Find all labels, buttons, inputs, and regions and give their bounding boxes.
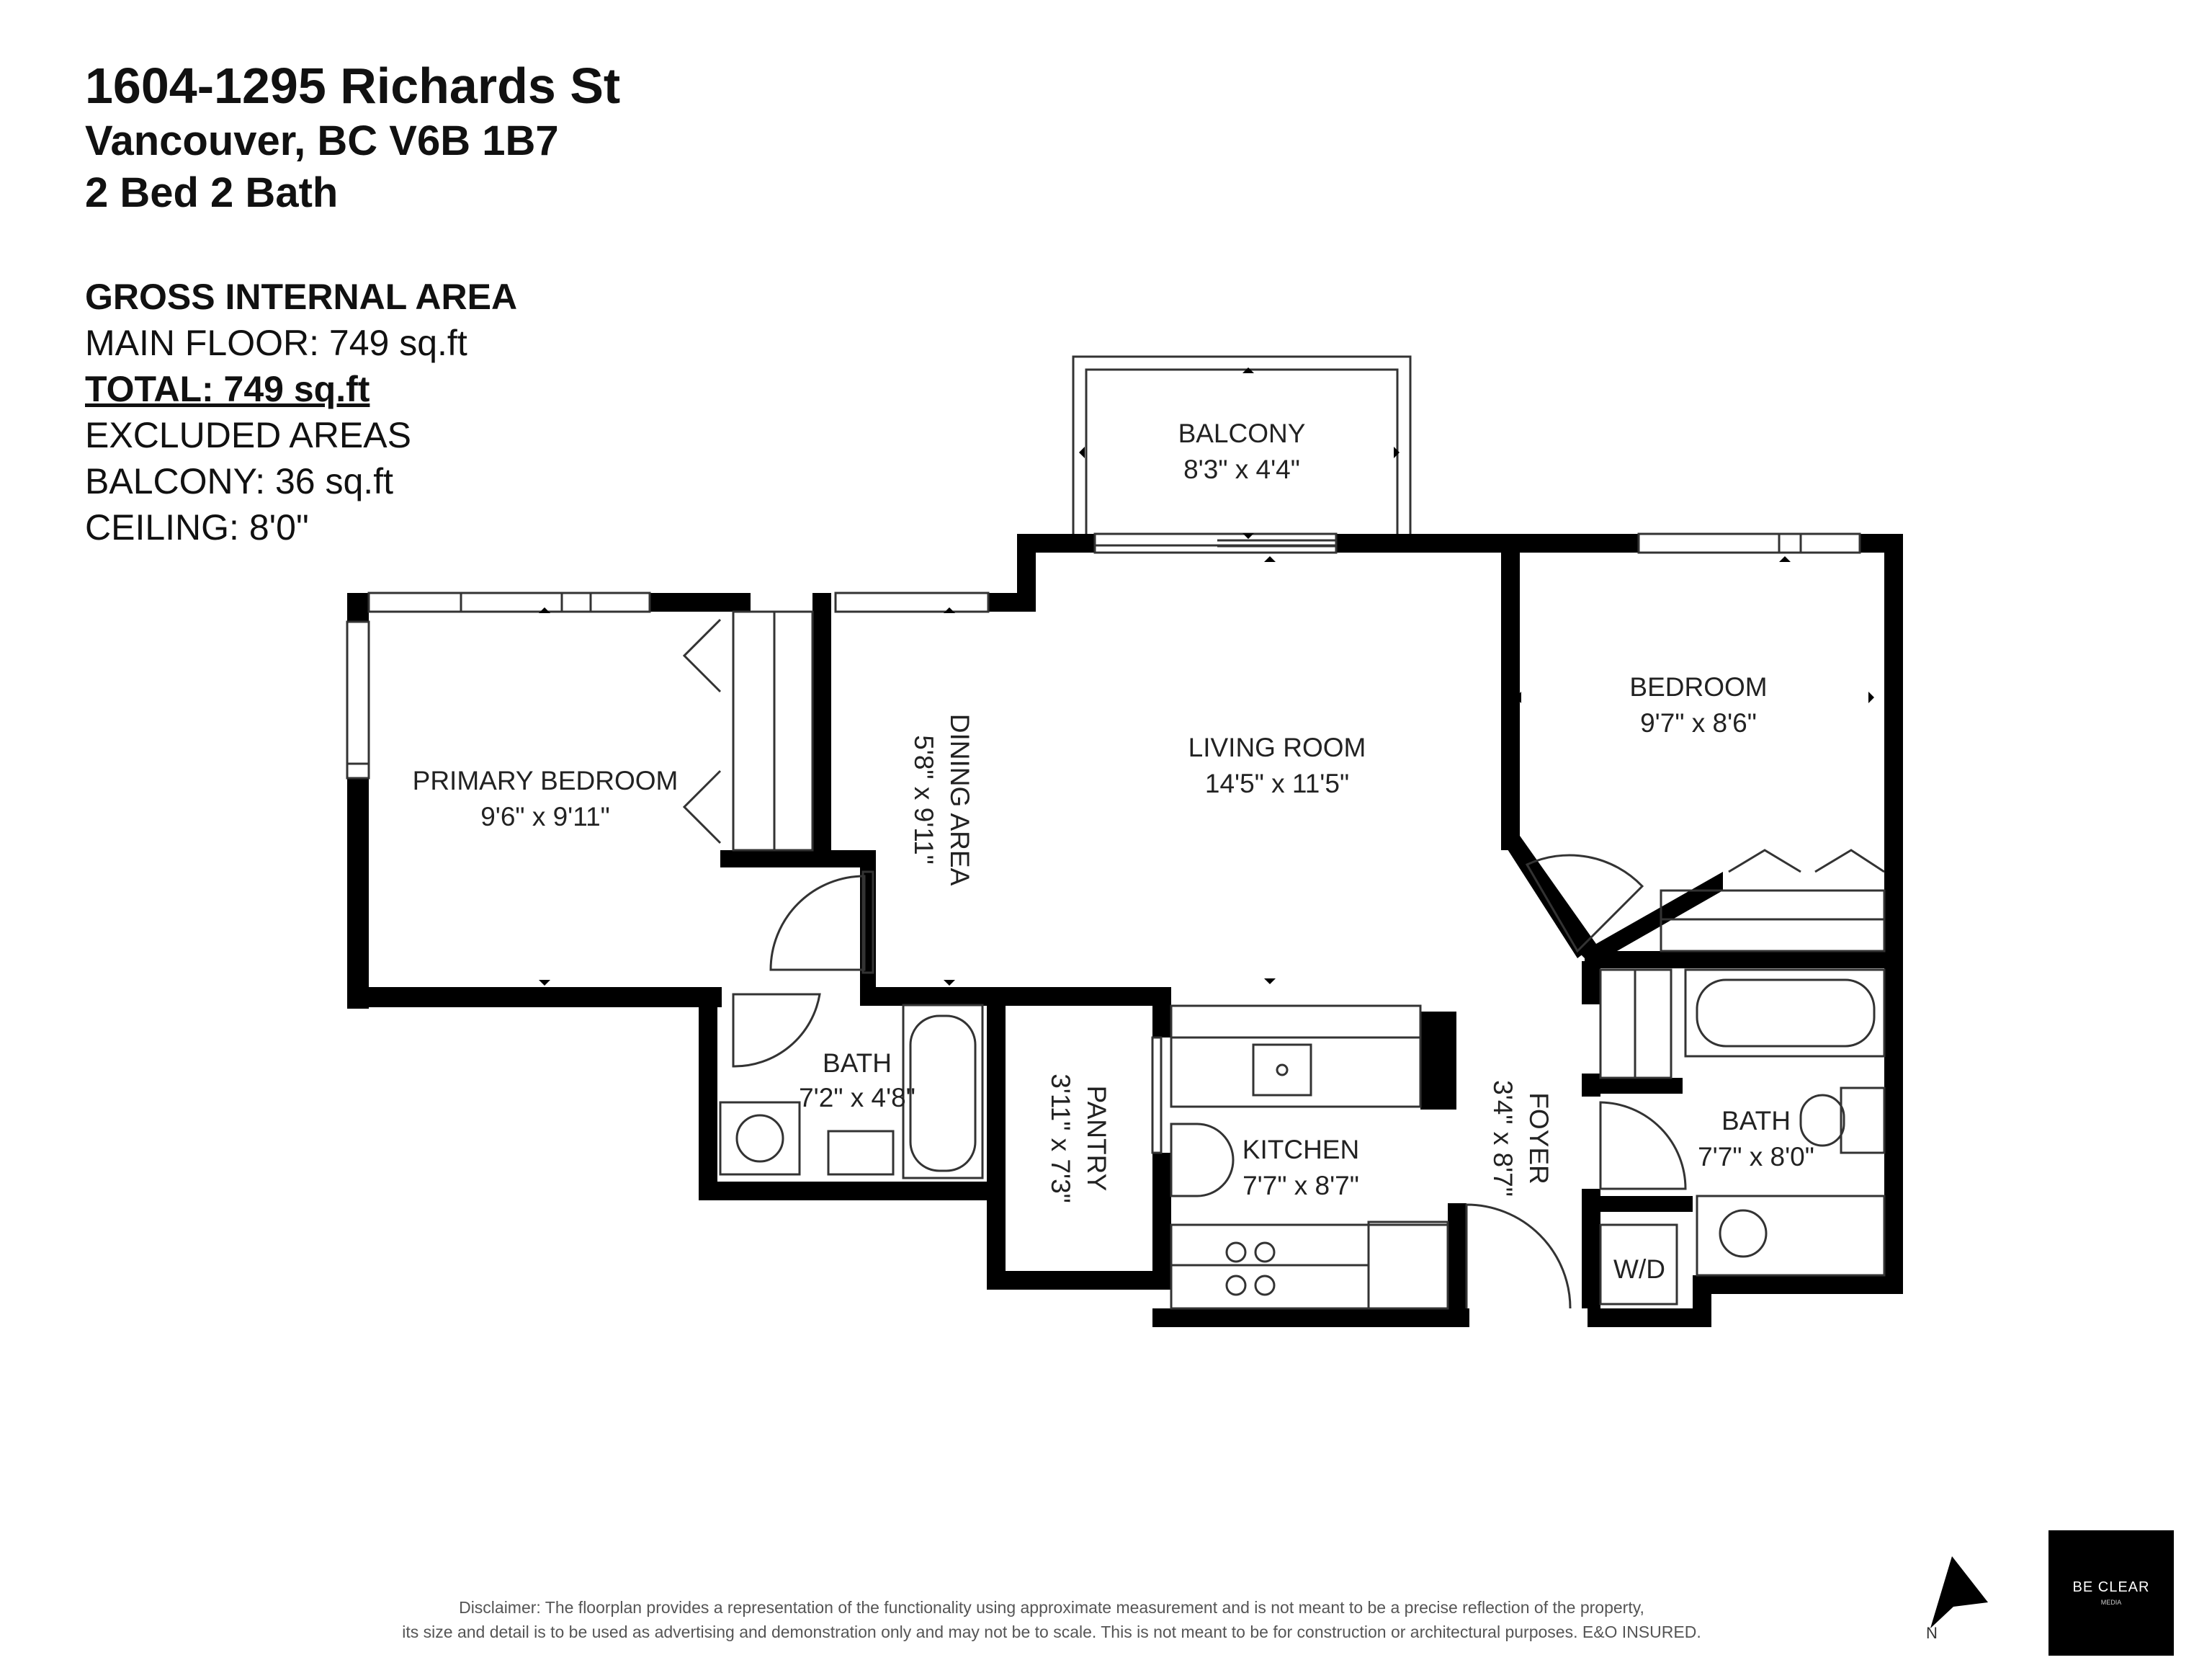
pantry-dims: 3'11" x 7'3" — [1046, 1074, 1075, 1203]
address-line-1: 1604-1295 Richards St — [85, 58, 621, 114]
area-summary: GROSS INTERNAL AREA MAIN FLOOR: 749 sq.f… — [85, 274, 517, 550]
kitchen-dims: 7'7" x 8'7" — [1242, 1171, 1359, 1200]
windows — [346, 532, 1861, 780]
living-room-dims: 14'5" x 11'5" — [1205, 769, 1349, 798]
north-label: N — [1926, 1624, 1938, 1642]
fixtures — [682, 610, 1886, 1310]
primary-bedroom-dims: 9'6" x 9'11" — [480, 802, 610, 831]
pantry-name: PANTRY — [1082, 1086, 1111, 1192]
foyer-name: FOYER — [1524, 1092, 1554, 1184]
disclaimer-line-2: its size and detail is to be used as adv… — [402, 1623, 1701, 1641]
dining-area-name: DINING AREA — [945, 714, 975, 886]
bed-bath-summary: 2 Bed 2 Bath — [85, 169, 339, 216]
bath2-dims: 7'7" x 8'0" — [1698, 1142, 1814, 1172]
area-heading: GROSS INTERNAL AREA — [85, 277, 518, 317]
address-line-2: Vancouver, BC V6B 1B7 — [85, 117, 559, 164]
north-arrow-icon — [1930, 1556, 1988, 1628]
balcony-area: BALCONY: 36 sq.ft — [85, 461, 393, 501]
walls — [347, 534, 1903, 1327]
dining-area-dims: 5'8" x 9'11" — [909, 735, 939, 865]
logo-line-2: MEDIA — [2100, 1599, 2122, 1606]
bath2-name: BATH — [1721, 1106, 1791, 1135]
listing-header: 1604-1295 Richards St Vancouver, BC V6B … — [85, 56, 620, 219]
balcony-name: BALCONY — [1178, 419, 1306, 448]
ceiling-height: CEILING: 8'0" — [85, 507, 309, 548]
bath1-name: BATH — [823, 1048, 892, 1078]
primary-bedroom-name: PRIMARY BEDROOM — [413, 766, 679, 795]
disclaimer: Disclaimer: The floorplan provides a rep… — [216, 1595, 1887, 1644]
logo-line-1: BE CLEAR — [2072, 1579, 2150, 1595]
total-area: TOTAL: 749 sq.ft — [85, 369, 370, 409]
dimension-markers — [539, 367, 1874, 986]
bath1-dims: 7'2" x 4'8" — [799, 1083, 915, 1112]
living-room-name: LIVING ROOM — [1188, 733, 1366, 762]
excluded-areas-heading: EXCLUDED AREAS — [85, 415, 411, 455]
brand-logo: BE CLEAR MEDIA — [2048, 1530, 2174, 1656]
bedroom-dims: 9'7" x 8'6" — [1640, 708, 1757, 738]
washer-dryer-label: W/D — [1613, 1254, 1665, 1284]
main-floor-area: MAIN FLOOR: 749 sq.ft — [85, 323, 467, 363]
room-labels: BALCONY 8'3" x 4'4" LIVING ROOM 14'5" x … — [413, 419, 1814, 1284]
compass: N — [1926, 1556, 1988, 1642]
bedroom-name: BEDROOM — [1629, 672, 1767, 702]
foyer-dims: 3'4" x 8'7" — [1488, 1080, 1518, 1197]
balcony-outline — [1072, 355, 1412, 547]
disclaimer-line-1: Disclaimer: The floorplan provides a rep… — [459, 1598, 1644, 1617]
balcony-dims: 8'3" x 4'4" — [1183, 455, 1300, 484]
kitchen-name: KITCHEN — [1242, 1135, 1359, 1164]
